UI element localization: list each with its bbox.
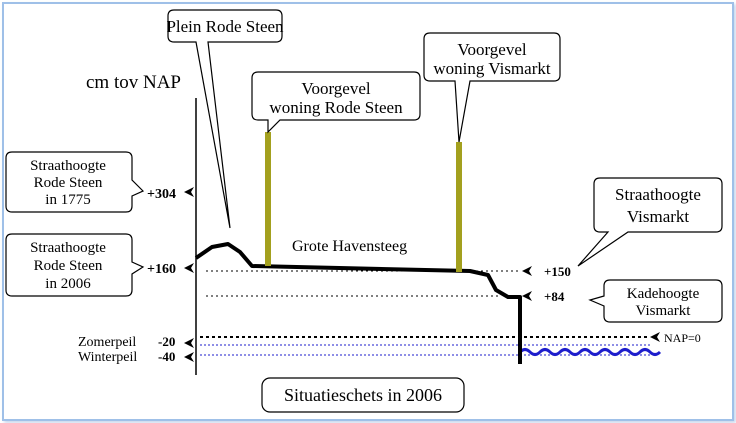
callout-2006-line3: in 2006 — [45, 276, 91, 292]
situatieschets-text: Situatieschets in 2006 — [284, 385, 442, 405]
zomerpeil-label: Zomerpeil — [78, 335, 136, 350]
callout-plein-rode-steen — [167, 9, 283, 229]
callout-vismarkt-line1: Straathoogte — [615, 185, 701, 204]
level-160-label: +160 — [147, 262, 176, 277]
level-304-arrow-icon — [184, 187, 194, 197]
level-84-arrow-icon — [522, 291, 532, 301]
callout-vismarkt-line2: Vismarkt — [627, 207, 690, 226]
callout-situatieschets — [261, 377, 465, 413]
facade-post-rode-steen — [265, 132, 271, 266]
nap-label: NAP=0 — [664, 331, 701, 345]
water-wave — [518, 348, 662, 356]
level-84-label: +84 — [544, 289, 565, 304]
callout-straathoogte-1775 — [5, 151, 145, 213]
callout-voorgevel-rode-steen-line1: Voorgevel — [301, 79, 371, 98]
callout-1775-line2: Rode Steen — [34, 175, 103, 191]
level-304-label: +304 — [147, 187, 176, 202]
callout-kade-line1: Kadehoogte — [627, 286, 700, 302]
callout-straathoogte-vismarkt — [577, 177, 723, 267]
nap-arrow-icon — [650, 332, 660, 342]
callout-2006-line2: Rode Steen — [34, 258, 103, 274]
callout-1775-line1: Straathoogte — [30, 158, 106, 174]
callout-1775-line3: in 1775 — [45, 192, 90, 208]
callout-voorgevel-vismarkt-line1: Voorgevel — [457, 40, 527, 59]
callout-straathoogte-2006 — [5, 233, 145, 297]
callout-voorgevel-vismarkt — [423, 32, 561, 143]
axis-title: cm tov NAP — [86, 72, 181, 93]
street-name-label: Grote Havensteeg — [292, 238, 407, 255]
street-profile — [194, 242, 522, 364]
callout-kadehoogte-vismarkt — [588, 279, 723, 323]
winterpeil-label: Winterpeil — [78, 350, 137, 365]
level-150-arrow-icon — [522, 266, 532, 276]
facade-post-vismarkt — [456, 142, 462, 272]
winterpeil-value: -40 — [158, 349, 175, 364]
callout-plein-text: Plein Rode Steen — [166, 17, 284, 36]
level-160-arrow-icon — [184, 263, 194, 273]
winterpeil-arrow-icon — [184, 352, 194, 362]
callout-voorgevel-rode-steen — [251, 71, 421, 134]
callout-2006-line1: Straathoogte — [30, 240, 106, 256]
callout-voorgevel-rode-steen-line2: woning Rode Steen — [269, 98, 403, 117]
zomerpeil-value: -20 — [158, 334, 175, 349]
level-150-label: +150 — [544, 264, 571, 279]
zomerpeil-arrow-icon — [184, 338, 194, 348]
callout-voorgevel-vismarkt-line2: woning Vismarkt — [433, 59, 550, 78]
callout-kade-line2: Vismarkt — [636, 303, 692, 319]
